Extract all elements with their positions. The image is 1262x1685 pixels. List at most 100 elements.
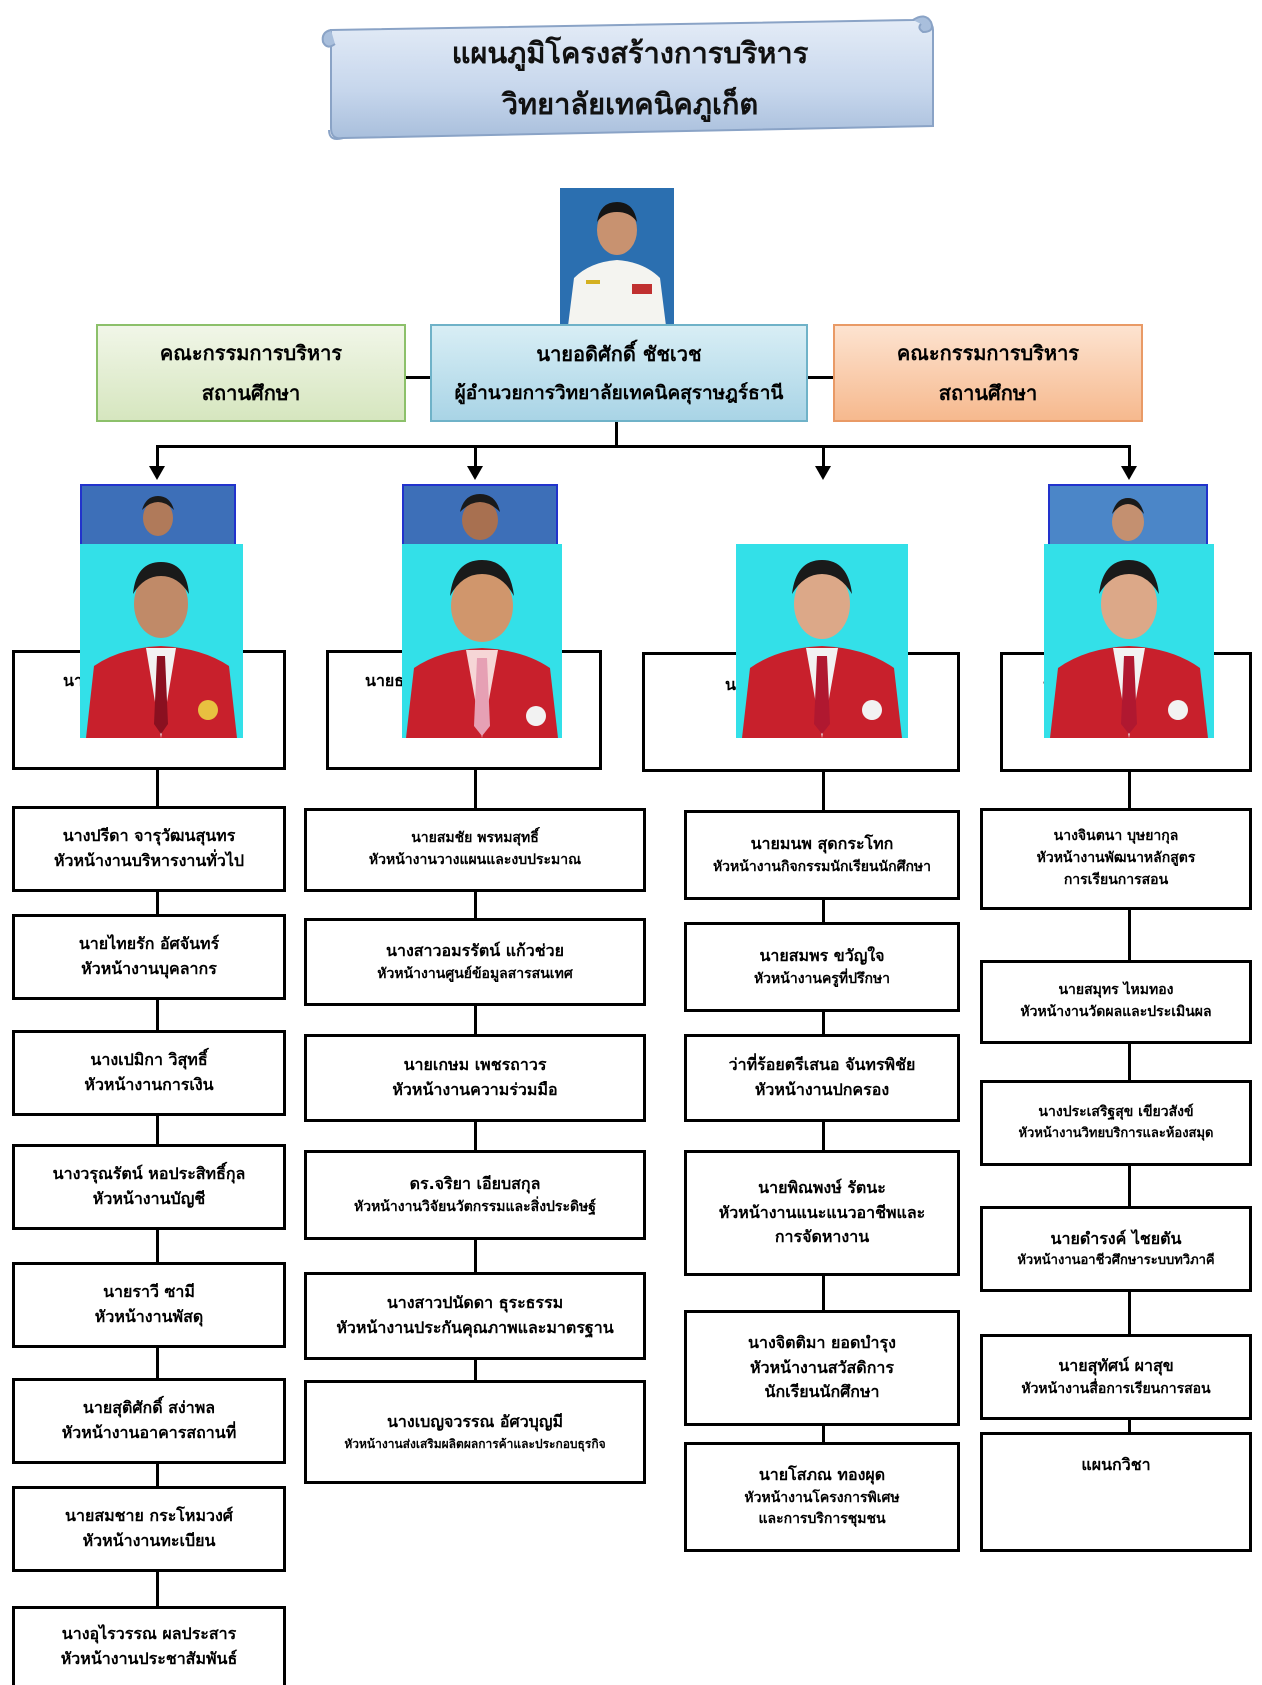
staff-name: นางเปมิกา วิสุทธิ์ [90, 1050, 208, 1070]
staff-name: นายพิณพงษ์ รัตนะ [758, 1177, 886, 1197]
staff-role: หัวหน้างานบุคลากร [81, 959, 217, 978]
connector-left-director [406, 376, 430, 379]
column-4-box-5: นายสุทัศน์ ผาสุข หัวหน้างานสื่อการเรียนก… [980, 1334, 1252, 1420]
column-4-box-4: นายดำรงค์ ไชยตัน หัวหน้างานอาชีวศึกษาระบ… [980, 1206, 1252, 1292]
staff-name: นายเกษม เพชรถาวร [403, 1055, 547, 1075]
staff-name: นางอุไรวรรณ ผลประสาร [61, 1624, 237, 1644]
deputy-2-small-photo [402, 484, 558, 548]
deputy-2-text: นายธ [365, 671, 405, 690]
staff-role: หัวหน้างานวางแผนและงบประมาณ [368, 852, 582, 868]
column-1-box-7: นายสมชาย กระโหมวงศ์ หัวหน้างานทะเบียน [12, 1486, 286, 1572]
staff-role: หัวหน้างานบริหารงานทั่วไป [53, 851, 245, 870]
column-4-box-6: แผนกวิชา [980, 1432, 1252, 1552]
staff-role: หัวหน้างานทะเบียน [82, 1531, 216, 1550]
column-4-box-2: นายสมุทร ไหมทอง หัวหน้างานวัดผลและประเมิ… [980, 960, 1252, 1044]
deputy-1-text: นา [63, 671, 83, 690]
staff-role: หัวหน้างานประชาสัมพันธ์ [60, 1649, 238, 1668]
staff-role: หัวหน้างานสวัสดิการ [750, 1357, 894, 1377]
staff-role: หัวหน้างานความร่วมมือ [392, 1080, 558, 1099]
column-2-box-2: นางสาวอมรรัตน์ แก้วช่วย หัวหน้างานศูนย์ข… [304, 918, 646, 1006]
staff-role: หัวหน้างานโครงการพิเศษ [744, 1489, 900, 1506]
staff-role-line-2: การจัดหางาน [774, 1227, 870, 1247]
staff-role-line-2: นักเรียนนักศึกษา [764, 1382, 880, 1402]
staff-name: นายสมพร ขวัญใจ [759, 945, 885, 965]
connector-horizontal-bus [156, 445, 1131, 448]
admin-committee-box-right: คณะกรรมการบริหาร สถานศึกษา [833, 324, 1143, 422]
admin-committee-box-left: คณะกรรมการบริหาร สถานศึกษา [96, 324, 406, 422]
column-1-box-5: นายราวี ซามี หัวหน้างานพัสดุ [12, 1262, 286, 1348]
staff-name: นายราวี ซามี [103, 1282, 195, 1302]
column-1-box-6: นายสุติศักดิ์ สง่าพล หัวหน้างานอาคารสถาน… [12, 1378, 286, 1464]
director-photo [560, 188, 674, 326]
staff-role: หัวหน้างานบัญชี [92, 1189, 206, 1208]
column-2-box-4: ดร.จริยา เอียบสกุล หัวหน้างานวิจัยนวัตกร… [304, 1150, 646, 1240]
staff-role: หัวหน้างานอาคารสถานที่ [61, 1423, 237, 1442]
column-4-box-1: นางจินตนา บุษยากุล หัวหน้างานพัฒนาหลักสู… [980, 808, 1252, 910]
staff-name: นายไทยรัก อัศจันทร์ [78, 934, 220, 954]
staff-role: หัวหน้างานศูนย์ข้อมูลสารสนเทศ [377, 965, 573, 982]
staff-role: หัวหน้างานอาชีวศึกษาระบบทวิภาคี [1017, 1253, 1215, 1269]
deputy-3-photo [736, 544, 908, 738]
column-3-box-5: นางจิตติมา ยอดบำรุง หัวหน้างานสวัสดิการ … [684, 1310, 960, 1426]
admin-committee-right-line1: คณะกรรมการบริหาร [896, 341, 1080, 365]
staff-name: นายสมุทร ไหมทอง [1058, 982, 1174, 999]
staff-role: หัวหน้างานวิทยบริการและห้องสมุด [1018, 1125, 1214, 1141]
staff-role: หัวหน้างานกิจกรรมนักเรียนนักศึกษา [712, 858, 932, 875]
column-2-box-5: นางสาวปนัดดา ธุระธรรม หัวหน้างานประกันคุ… [304, 1272, 646, 1360]
column-2-box-3: นายเกษม เพชรถาวร หัวหน้างานความร่วมมือ [304, 1034, 646, 1122]
staff-name: นายสมชาย กระโหมวงศ์ [65, 1506, 233, 1526]
director-name: นายอดิศักดิ์ ชัชเวช [536, 342, 702, 366]
staff-name: นายโสภณ ทองผุด [758, 1464, 886, 1484]
staff-role: หัวหน้างานพัสดุ [94, 1307, 204, 1326]
deputy-4-photo [1044, 544, 1214, 738]
staff-name: นางจิตติมา ยอดบำรุง [748, 1332, 896, 1352]
column-2-box-6: นางเบญจวรรณ อัศวบุญมี หัวหน้างานส่งเสริม… [304, 1380, 646, 1484]
staff-name: นางเบญจวรรณ อัศวบุญมี [386, 1412, 564, 1432]
staff-name: นางจินตนา บุษยากุล [1053, 828, 1179, 845]
staff-role: หัวหน้างานส่งเสริมผลิตผลการค้าและประกอบธ… [344, 1437, 606, 1452]
deputy-2-photo [402, 544, 562, 738]
arrow-1 [149, 466, 165, 480]
staff-name: นายสมชัย พรหมสุทธิ์ [411, 830, 539, 847]
arrow-4 [1121, 466, 1137, 480]
admin-committee-left-line2: สถานศึกษา [201, 381, 301, 405]
staff-name: นางสาวปนัดดา ธุระธรรม [386, 1293, 564, 1313]
staff-name: ดร.จริยา เอียบสกุล [409, 1173, 541, 1193]
staff-role-line-2: และการบริการชุมชน [758, 1511, 886, 1528]
staff-role: หัวหน้างานสื่อการเรียนการสอน [1021, 1380, 1211, 1397]
staff-name: ว่าที่ร้อยตรีเสนอ จันทรพิชัย [728, 1055, 916, 1075]
column-1-box-1: นางปรีดา จารุวัฒนสุนทร หัวหน้างานบริหารง… [12, 806, 286, 892]
drop-line-3 [822, 445, 825, 467]
deputy-4-small-photo [1048, 484, 1208, 548]
staff-role: หัวหน้างานปกครอง [754, 1080, 890, 1099]
drop-line-1 [156, 445, 159, 467]
deputy-1-photo [80, 544, 243, 738]
staff-role-line-2: การเรียนการสอน [1063, 871, 1169, 888]
staff-role: หัวหน้างานครูที่ปรึกษา [753, 970, 891, 987]
title-line-2: วิทยาลัยเทคนิคภูเก็ต [501, 86, 759, 121]
admin-committee-right-line2: สถานศึกษา [938, 381, 1038, 405]
column-2-box-1: นายสมชัย พรหมสุทธิ์ หัวหน้างานวางแผนและง… [304, 808, 646, 892]
column-1-box-2: นายไทยรัก อัศจันทร์ หัวหน้างานบุคลากร [12, 914, 286, 1000]
column-4-box-3: นางประเสริฐสุข เขียวสังข์ หัวหน้างานวิทย… [980, 1080, 1252, 1166]
department-label: แผนกวิชา [1081, 1455, 1151, 1474]
column-1-box-3: นางเปมิกา วิสุทธิ์ หัวหน้างานการเงิน [12, 1030, 286, 1116]
staff-name: นายสุติศักดิ์ สง่าพล [82, 1398, 216, 1418]
staff-role: หัวหน้างานวิจัยนวัตกรรมและสิ่งประดิษฐ์ [353, 1198, 597, 1215]
staff-name: นายสุทัศน์ ผาสุข [1058, 1355, 1174, 1375]
drop-line-2 [474, 445, 477, 467]
connector-director-down [615, 422, 618, 446]
column-3-box-6: นายโสภณ ทองผุด หัวหน้างานโครงการพิเศษ แล… [684, 1442, 960, 1552]
staff-name: นางประเสริฐสุข เขียวสังข์ [1038, 1104, 1194, 1121]
connector-director-right [808, 376, 833, 379]
staff-role: หัวหน้างานการเงิน [84, 1075, 214, 1094]
staff-role: หัวหน้างานวัดผลและประเมินผล [1020, 1004, 1212, 1020]
staff-role: หัวหน้างานแนะแนวอาชีพและ [718, 1202, 926, 1222]
arrow-2 [467, 466, 483, 480]
arrow-3 [815, 466, 831, 480]
staff-name: นายดำรงค์ ไชยตัน [1050, 1228, 1182, 1248]
column-3-box-3: ว่าที่ร้อยตรีเสนอ จันทรพิชัย หัวหน้างานป… [684, 1034, 960, 1122]
column-1-box-8: นางอุไรวรรณ ผลประสาร หัวหน้างานประชาสัมพ… [12, 1606, 286, 1685]
drop-line-4 [1128, 445, 1131, 467]
staff-name: นางสาวอมรรัตน์ แก้วช่วย [386, 940, 564, 960]
